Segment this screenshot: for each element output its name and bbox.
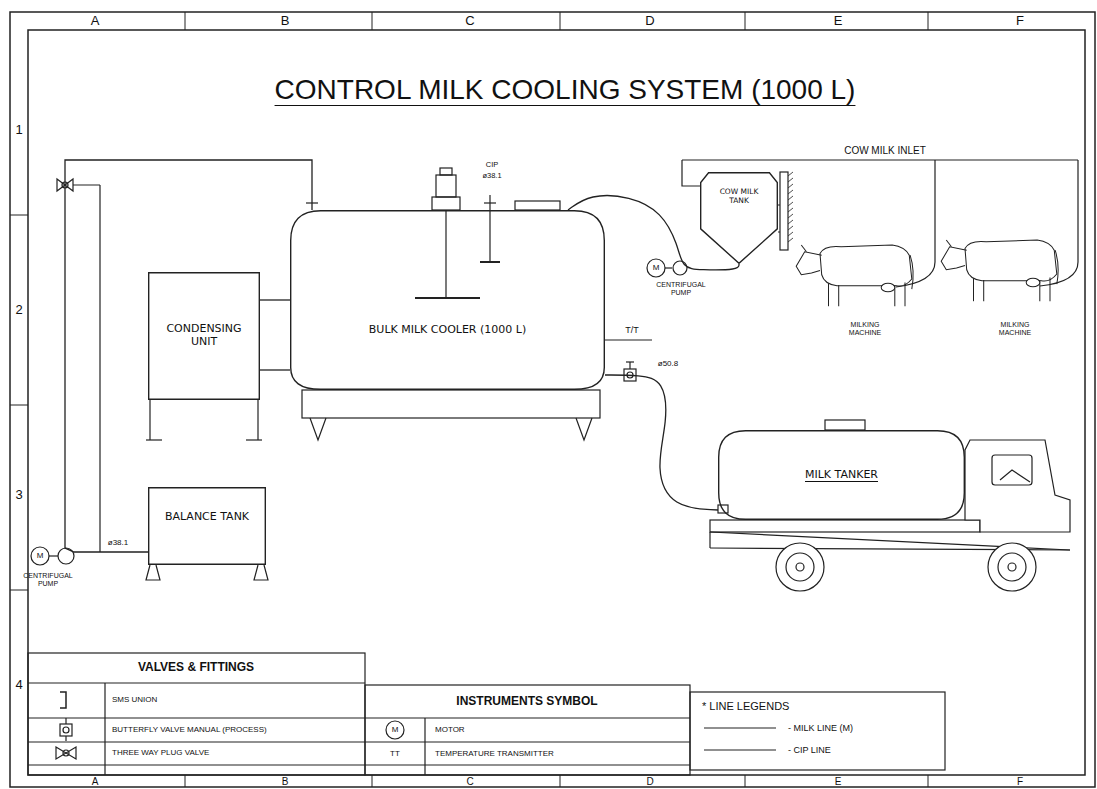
condensing-unit: CONDENSING UNIT bbox=[148, 272, 260, 400]
machine-label: MILKING MACHINE bbox=[835, 321, 895, 336]
grid-number: 3 bbox=[15, 488, 22, 502]
node-label: BALANCE TANK bbox=[165, 511, 249, 524]
line-sample bbox=[702, 723, 780, 733]
node-label: MILK TANKER bbox=[805, 469, 878, 482]
cow-milk-tank-outline bbox=[700, 172, 778, 264]
grid-letter: E bbox=[834, 14, 843, 28]
motor-symbol: M bbox=[37, 552, 44, 561]
grid-number: 1 bbox=[15, 123, 22, 137]
pipe-connector bbox=[568, 196, 739, 270]
table-cell: BUTTERFLY VALVE MANUAL (PROCESS) bbox=[112, 726, 267, 735]
legend-row: - MILK LINE (M) bbox=[702, 720, 853, 736]
table-header: INSTRUMENTS SYMBOL bbox=[456, 695, 597, 708]
grid-letter: A bbox=[91, 14, 100, 28]
pipe-size: ø38.1 bbox=[482, 172, 501, 180]
table-cell: MOTOR bbox=[435, 726, 465, 735]
cow-milk-tank: COW MILK TANK bbox=[700, 172, 778, 264]
motor-symbol: M bbox=[392, 726, 399, 735]
grid-letter: D bbox=[645, 14, 654, 28]
grid-number: 2 bbox=[15, 303, 22, 317]
grid-letter: F bbox=[1017, 776, 1023, 787]
pipe-size: ø50.8 bbox=[658, 360, 678, 369]
balance-tank: BALANCE TANK bbox=[148, 487, 266, 565]
machine-label: MILKING MACHINE bbox=[985, 321, 1045, 336]
pipe-connector bbox=[260, 369, 290, 370]
pipe-connector bbox=[65, 160, 312, 552]
grid-number: 4 bbox=[15, 678, 22, 692]
pipe-connector bbox=[605, 375, 718, 510]
grid-letter: F bbox=[1016, 14, 1024, 28]
cip-tag: CIP bbox=[486, 161, 499, 169]
grid-letter: D bbox=[646, 776, 653, 787]
node-label: BULK MILK COOLER (1000 L) bbox=[369, 324, 526, 337]
pump-label: CENTRIFUGAL PUMP bbox=[648, 281, 714, 296]
pump-label: CENTRIFUGAL PUMP bbox=[17, 572, 79, 587]
instrument-symbol: TT bbox=[390, 750, 400, 759]
grid-letter: B bbox=[281, 14, 290, 28]
grid-letter: E bbox=[835, 776, 842, 787]
table-header: VALVES & FITTINGS bbox=[138, 661, 254, 674]
legend-header: * LINE LEGENDS bbox=[702, 700, 789, 712]
bulk-milk-cooler-outline bbox=[290, 210, 605, 390]
diagram-title: CONTROL MILK COOLING SYSTEM (1000 L) bbox=[275, 74, 856, 106]
grid-letter: C bbox=[465, 14, 474, 28]
bulk-milk-cooler: BULK MILK COOLER (1000 L) bbox=[290, 210, 605, 390]
motor-symbol: M bbox=[653, 264, 660, 273]
line-name: COW MILK INLET bbox=[844, 145, 926, 156]
line-sample bbox=[702, 745, 780, 755]
node-label: CONDENSING UNIT bbox=[158, 323, 250, 348]
legend-text: - CIP LINE bbox=[788, 745, 831, 755]
table-cell: TEMPERATURE TRANSMITTER bbox=[435, 750, 554, 759]
table-cell: THREE WAY PLUG VALVE bbox=[112, 749, 209, 758]
table-cell: SMS UNION bbox=[112, 696, 157, 705]
grid-letter: A bbox=[92, 776, 99, 787]
legend-row: - CIP LINE bbox=[702, 742, 831, 758]
balance-tank-outline bbox=[148, 487, 266, 565]
milk-tanker: MILK TANKER bbox=[718, 430, 965, 520]
node-label: COW MILK TANK bbox=[709, 188, 769, 205]
instrument-tag: T/T bbox=[625, 326, 639, 336]
legend-text: - MILK LINE (M) bbox=[788, 723, 853, 733]
pipe-size: ø38.1 bbox=[108, 539, 128, 548]
pipe-connector bbox=[260, 299, 290, 300]
grid-letter: B bbox=[282, 776, 289, 787]
grid-letter: C bbox=[466, 776, 473, 787]
